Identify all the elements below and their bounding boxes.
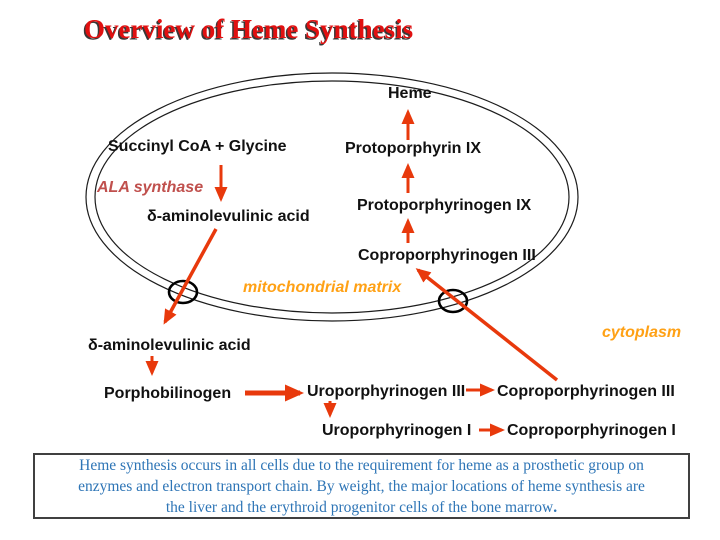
label-uroporphyrinogen-i: Uroporphyrinogen I — [322, 422, 472, 439]
label-ala-cytoplasm: δ-aminolevulinic acid — [88, 337, 251, 354]
label-mitochondrial-matrix: mitochondrial matrix — [243, 279, 402, 296]
label-cytoplasm: cytoplasm — [602, 324, 682, 341]
label-uroporphyrinogen-iii: Uroporphyrinogen III — [307, 383, 466, 400]
slide-title: Overview of Heme Synthesis — [84, 14, 414, 44]
label-coproporphyrinogen-iii-matrix: Coproporphyrinogen III — [358, 247, 536, 264]
arrow-coproIII-import-through-pore — [415, 268, 559, 382]
label-coproporphyrinogen-i: Coproporphyrinogen I — [507, 422, 676, 439]
footnote-line-1: Heme synthesis occurs in all cells due t… — [79, 456, 644, 474]
label-coproporphyrinogen-iii-cytoplasm: Coproporphyrinogen III — [497, 383, 675, 400]
mitochondrion-outer-membrane — [85, 72, 579, 322]
label-protoporphyrin-ix: Protoporphyrin IX — [345, 140, 481, 157]
footnote-line-2: enzymes and electron transport chain. By… — [78, 477, 645, 495]
label-porphobilinogen: Porphobilinogen — [104, 385, 232, 402]
footnote-line-3: the liver and the erythroid progenitor c… — [165, 498, 558, 516]
label-ala-matrix: δ-aminolevulinic acid — [147, 208, 310, 225]
label-succinyl-coa-glycine: Succinyl CoA + Glycine — [108, 138, 287, 155]
membrane-pore-right — [437, 288, 469, 314]
arrow-ala-export-through-pore — [163, 228, 218, 325]
membrane-pore-left — [167, 279, 199, 305]
label-protoporphyrinogen-ix: Protoporphyrinogen IX — [357, 197, 532, 214]
label-ala-synthase: ALA synthase — [97, 179, 204, 196]
footnote-period: . — [553, 498, 558, 516]
label-heme: Heme — [388, 85, 432, 102]
footnote-box: Heme synthesis occurs in all cells due t… — [33, 453, 690, 519]
mitochondrion-inner-membrane — [94, 80, 570, 314]
